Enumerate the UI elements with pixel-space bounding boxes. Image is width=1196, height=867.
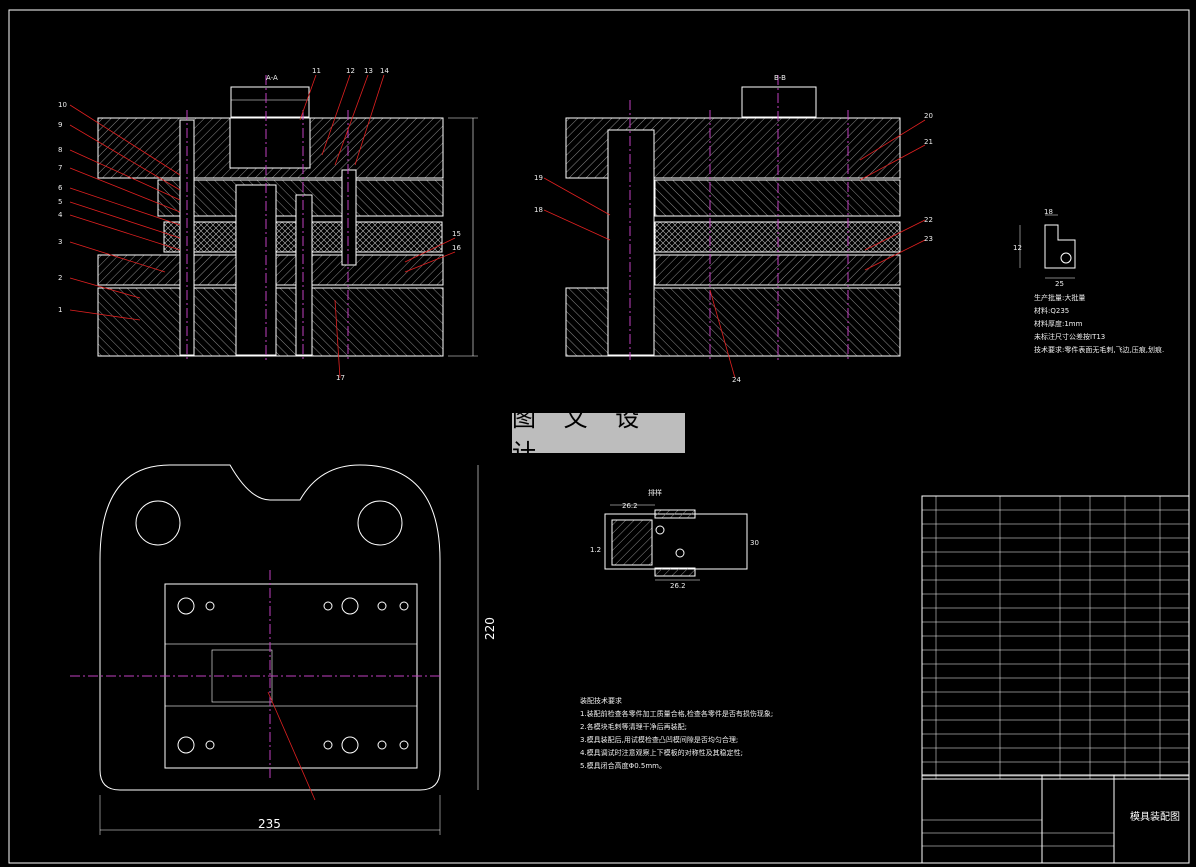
plan-view [70,464,479,835]
part-number-label: 2 [58,274,62,282]
strip-dim-2: 26.2 [670,582,686,590]
spec-thickness: 材料厚度:1mm [1034,319,1083,328]
spec-material: 材料:Q235 [1034,306,1069,315]
part-number-label: 22 [924,216,933,224]
dimension-height: 220 [483,617,497,640]
section-label-right: B-B [774,74,786,82]
strip-dim-gap: 1.2 [590,546,601,554]
spec-requirement: 技术要求:零件表面无毛刺,飞边,压痕,划痕. [1034,345,1164,354]
part-number-label: 18 [534,206,543,214]
part-number-label: 23 [924,235,933,243]
part-number-label: 14 [380,67,389,75]
strip-layout [604,504,748,581]
strip-dim-1: 26.2 [622,502,638,510]
part-number-label: 4 [58,211,63,219]
part-number-label: 8 [58,146,62,154]
spec-tolerance: 未标注尺寸公差按IT13 [1034,332,1105,341]
strip-dim-side: 30 [750,539,759,547]
tech-req-1: 1.装配前检查各零件加工质量合格,检查各零件是否有损伤现象; [580,709,773,718]
part-number-label: 6 [58,184,63,192]
tech-req-3: 3.模具装配后,用试模检查凸凹模间隙是否均匀合理; [580,735,738,744]
part-number-label: 20 [924,112,933,120]
spec-batch: 生产批量:大批量 [1034,293,1085,302]
part-number-label: 19 [534,174,543,182]
section-view-right [543,75,926,379]
part-number-label: 12 [346,67,355,75]
part-dim-2: 12 [1013,244,1022,252]
part-number-label: 15 [452,230,461,238]
bom-frame [921,495,1190,780]
dimension-width: 235 [258,817,281,831]
part-dim-3: 25 [1055,280,1064,288]
drawing-title: 模具装配图 [1130,810,1180,823]
part-dim-1: 18 [1044,208,1053,216]
watermark: 图 文 设 计 [512,404,685,467]
part-number-label: 1 [58,306,62,314]
part-number-label: 7 [58,164,62,172]
tech-req-title: 装配技术要求 [580,696,622,705]
part-number-label: 13 [364,67,373,75]
part-number-label: 9 [58,121,62,129]
part-number-label: 10 [58,101,67,109]
section-label-left: A-A [266,74,278,82]
strip-label: 排样 [648,488,662,497]
part-sketch [1019,214,1076,279]
part-number-label: 17 [336,374,345,382]
part-number-label: 24 [732,376,741,384]
part-number-label: 3 [58,238,62,246]
part-number-label: 5 [58,198,62,206]
part-numbers-right: 19 18 20 21 22 23 24 [534,112,933,384]
part-number-label: 21 [924,138,933,146]
part-number-label: 16 [452,244,461,252]
section-view-left [69,74,478,379]
drawing-border [8,9,1190,864]
tech-req-4: 4.模具调试时注意观察上下模板的对称性及其稳定性; [580,748,743,757]
bom-table [921,495,1190,780]
part-number-label: 11 [312,67,321,75]
tech-req-5: 5.模具闭合高度Φ0.5mm。 [580,761,666,770]
tech-req-2: 2.各模块毛刺等清理干净后再装配; [580,722,687,731]
title-block [921,774,1190,864]
